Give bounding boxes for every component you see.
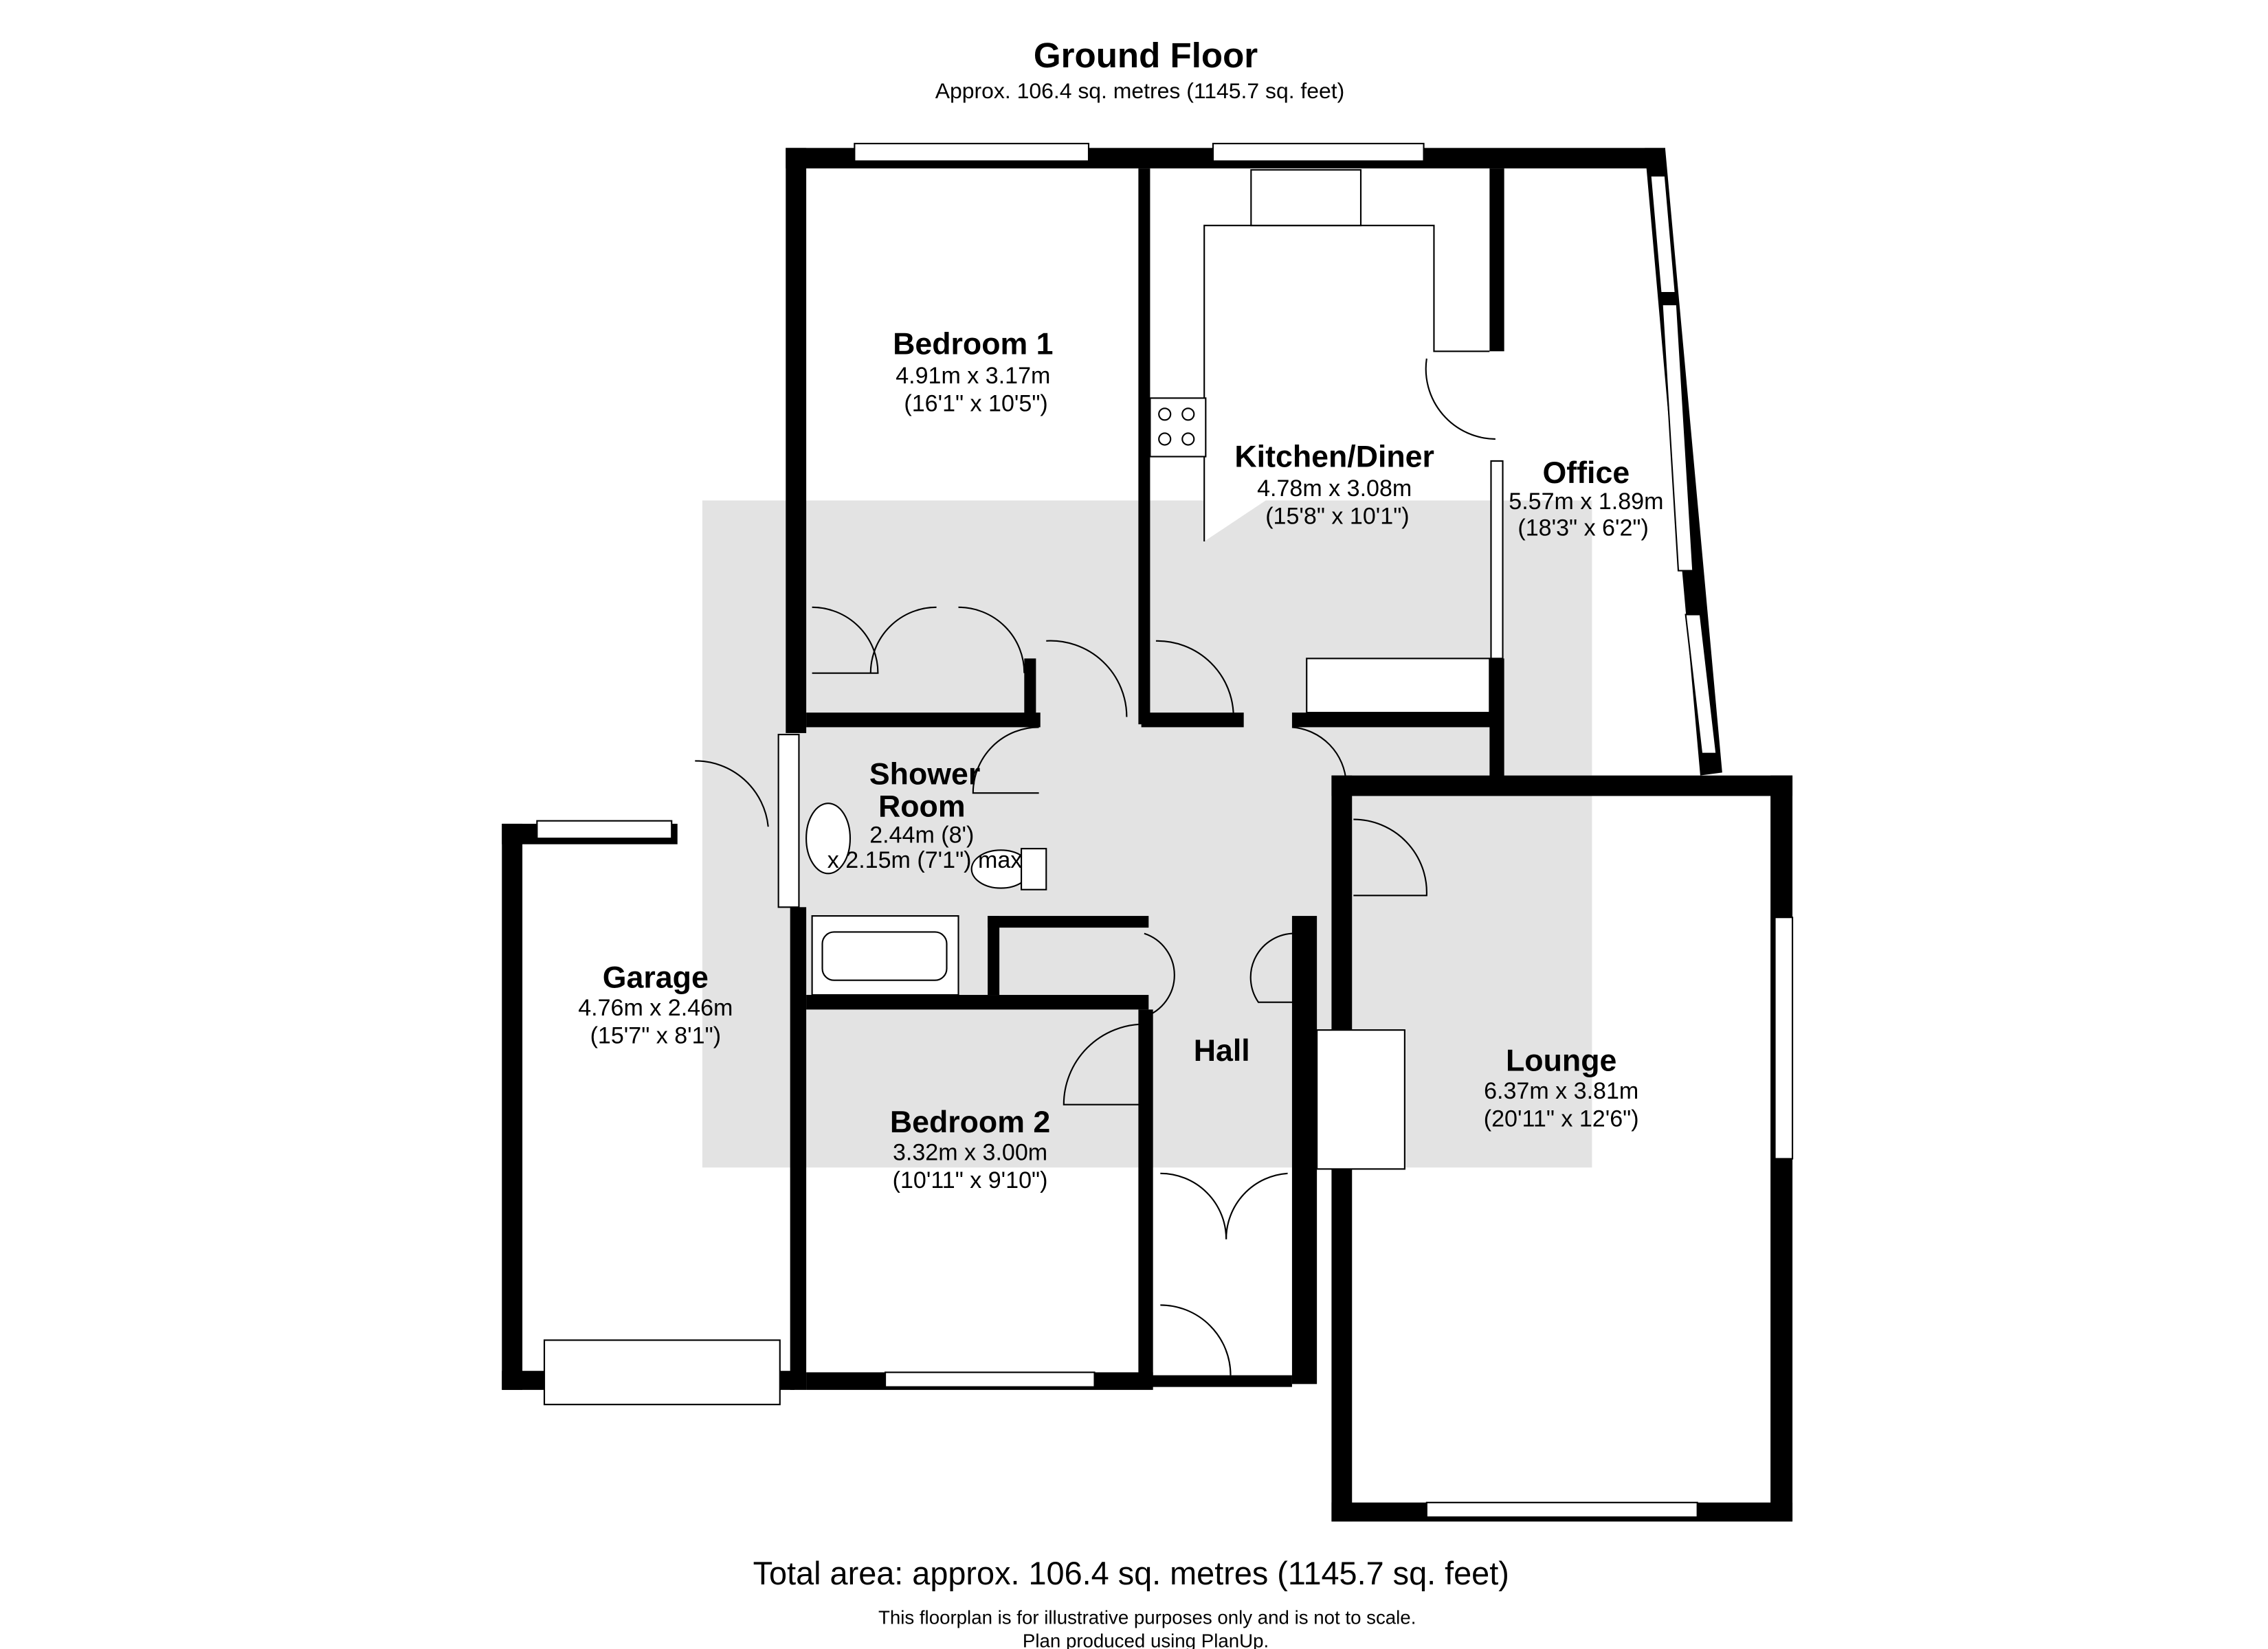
floor-title: Ground Floor <box>1034 36 1258 75</box>
room-imperial: (16'1" x 10'5") <box>904 391 1047 417</box>
room-name: Lounge <box>1506 1044 1616 1078</box>
floor-area: Approx. 106.4 sq. metres (1145.7 sq. fee… <box>935 78 1345 103</box>
room-garage: Garage 4.76m x 2.46m (15'7" x 8'1") <box>578 961 733 1048</box>
room-metric: 6.37m x 3.81m <box>1484 1078 1638 1104</box>
room-metric: 2.44m (8') <box>869 822 974 849</box>
room-lounge: Lounge 6.37m x 3.81m (20'11" x 12'6") <box>1484 1044 1639 1132</box>
room-kitchen-diner: Kitchen/Diner 4.78m x 3.08m (15'8" x 10'… <box>1234 440 1434 529</box>
room-imperial: x 2.15m (7'1") max <box>827 847 1022 873</box>
room-imperial: (15'7" x 8'1") <box>590 1022 721 1048</box>
room-name-line2: Room <box>878 789 966 823</box>
credit: Plan produced using PlanUp. <box>1023 1630 1269 1649</box>
room-bedroom-2: Bedroom 2 3.32m x 3.00m (10'11" x 9'10") <box>890 1106 1050 1193</box>
total-area: Total area: approx. 106.4 sq. metres (11… <box>753 1556 1509 1591</box>
room-name: Office <box>1543 456 1630 490</box>
garage-door <box>543 1339 781 1406</box>
room-hall: Hall <box>1194 1034 1250 1068</box>
room-metric: 3.32m x 3.00m <box>893 1140 1047 1166</box>
windows <box>536 142 1794 1518</box>
room-name: Garage <box>603 961 709 994</box>
room-name-line1: Shower <box>869 757 980 791</box>
room-imperial: (10'11" x 9'10") <box>893 1167 1048 1193</box>
room-imperial: (20'11" x 12'6") <box>1484 1106 1639 1132</box>
room-imperial: (15'8" x 10'1") <box>1265 503 1409 529</box>
room-metric: 5.57m x 1.89m <box>1509 489 1663 515</box>
room-name: Kitchen/Diner <box>1234 440 1434 473</box>
room-metric: 4.91m x 3.17m <box>896 363 1050 389</box>
room-name: Hall <box>1194 1034 1250 1068</box>
walls <box>502 148 1793 1522</box>
room-bedroom-1: Bedroom 1 4.91m x 3.17m (16'1" x 10'5") <box>893 328 1053 417</box>
room-name: Bedroom 2 <box>890 1106 1050 1139</box>
room-shower-room: Shower Room 2.44m (8') x 2.15m (7'1") ma… <box>827 757 1022 873</box>
doors <box>695 358 1496 1376</box>
sink-icon <box>1250 169 1362 227</box>
room-metric: 4.78m x 3.08m <box>1257 475 1412 502</box>
basin-icon <box>805 803 852 875</box>
room-metric: 4.76m x 2.46m <box>578 995 733 1021</box>
disclaimer: This floorplan is for illustrative purpo… <box>878 1607 1416 1628</box>
room-imperial: (18'3" x 6'2") <box>1517 515 1648 541</box>
room-office: Office 5.57m x 1.89m (18'3" x 6'2") <box>1509 456 1663 541</box>
fixtures <box>805 169 1491 1170</box>
room-name: Bedroom 1 <box>893 328 1053 361</box>
hob-icon <box>1149 397 1207 458</box>
